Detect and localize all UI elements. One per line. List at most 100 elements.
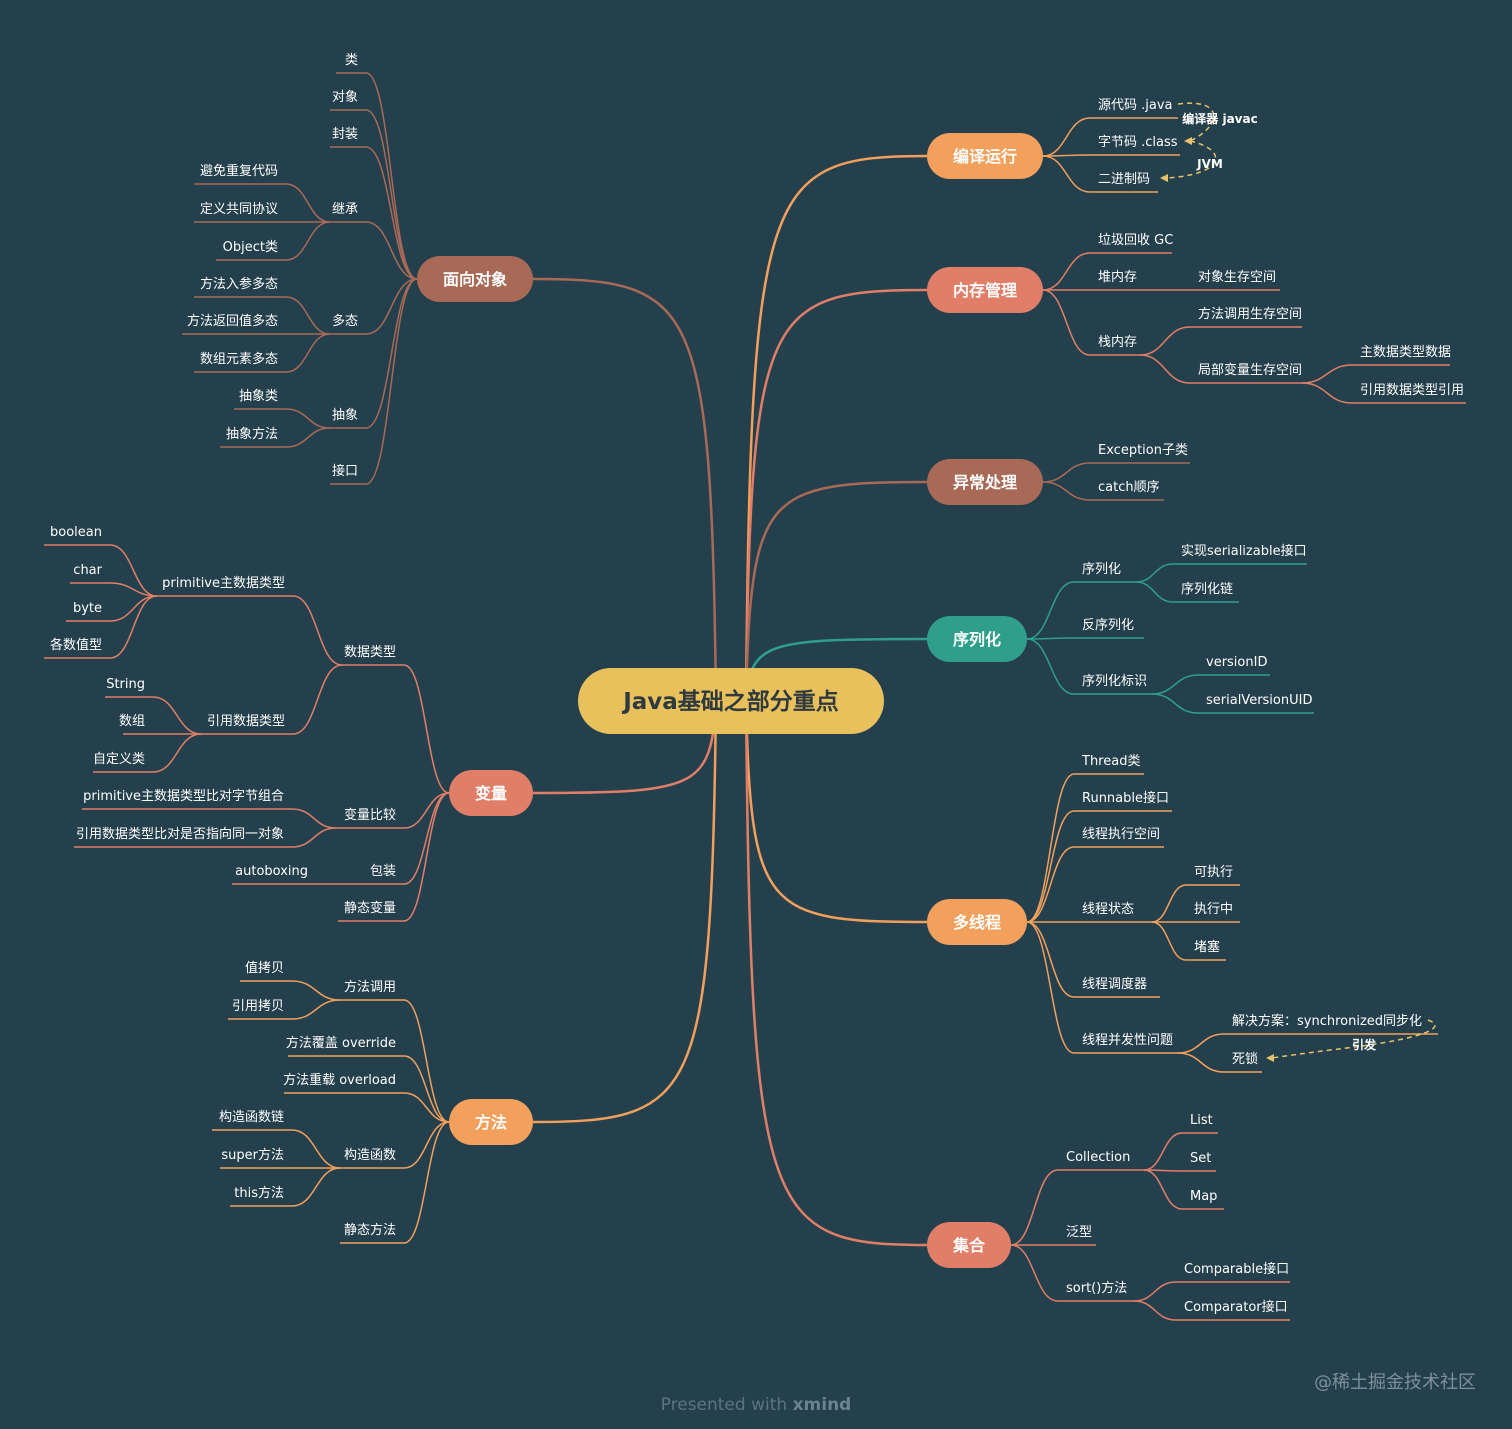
subtopic[interactable]: super方法 <box>221 1147 284 1163</box>
subtopic[interactable]: 引用数据类型比对是否指向同一对象 <box>76 826 284 842</box>
subtopic[interactable]: Comparator接口 <box>1184 1299 1288 1315</box>
subtopic[interactable]: 抽象方法 <box>226 426 278 442</box>
subtopic[interactable]: 包装 <box>370 864 396 879</box>
subtopic[interactable]: 主数据类型数据 <box>1360 345 1451 360</box>
main-topic-2[interactable] <box>449 1099 533 1145</box>
relation-arrow-javac <box>1184 137 1192 145</box>
subtopic[interactable]: String <box>106 677 145 692</box>
subtopic[interactable]: 堵塞 <box>1194 939 1220 955</box>
main-topic-5[interactable] <box>927 459 1043 505</box>
subtopic[interactable]: List <box>1190 1113 1213 1128</box>
subtopic[interactable]: 对象 <box>332 90 358 105</box>
subtopic[interactable]: Object类 <box>223 240 278 255</box>
subtopic[interactable]: sort()方法 <box>1066 1280 1127 1296</box>
main-topic-3[interactable] <box>927 133 1043 179</box>
subtopic[interactable]: 构造函数链 <box>219 1110 284 1125</box>
subtopic[interactable]: 局部变量生存空间 <box>1198 362 1302 378</box>
subtopic[interactable]: Collection <box>1066 1150 1130 1165</box>
connector-0-4-2 <box>285 333 331 373</box>
main-topic-1[interactable] <box>449 770 533 816</box>
main-topic-4[interactable] <box>927 267 1043 313</box>
subtopic[interactable]: 自定义类 <box>93 752 145 767</box>
subtopic[interactable]: serialVersionUID <box>1206 693 1312 708</box>
subtopic[interactable]: 解决方案：synchronized同步化 <box>1232 1013 1422 1029</box>
subtopic[interactable]: 可执行 <box>1194 865 1233 880</box>
subtopic[interactable]: 序列化 <box>1082 562 1121 577</box>
subtopic[interactable]: 抽象 <box>332 408 358 423</box>
connector-1-0-0-2 <box>109 595 158 622</box>
subtopic[interactable]: catch顺序 <box>1098 480 1160 495</box>
subtopic[interactable]: 线程调度器 <box>1082 976 1147 992</box>
main-topic-8[interactable] <box>927 1222 1011 1268</box>
subtopic[interactable]: 继承 <box>332 202 358 217</box>
main-topic-6[interactable] <box>927 616 1027 662</box>
subtopic[interactable]: primitive主数据类型 <box>162 576 285 591</box>
subtopic[interactable]: 二进制码 <box>1098 172 1150 187</box>
subtopic[interactable]: 方法覆盖 override <box>286 1035 396 1051</box>
subtopic[interactable]: 字节码 .class <box>1098 135 1178 150</box>
subtopic[interactable]: 执行中 <box>1194 902 1233 917</box>
subtopic[interactable]: 引用数据类型引用 <box>1360 383 1464 398</box>
subtopic[interactable]: Map <box>1190 1189 1217 1204</box>
subtopic[interactable]: 方法返回值多态 <box>187 313 278 329</box>
subtopic[interactable]: 方法调用生存空间 <box>1198 306 1302 322</box>
subtopic[interactable]: 实现serializable接口 <box>1181 543 1307 559</box>
subtopic[interactable]: 接口 <box>332 463 358 479</box>
subtopic[interactable]: 各数值型 <box>50 637 102 653</box>
relation-javac <box>1177 102 1215 142</box>
subtopic[interactable]: versionID <box>1206 655 1267 670</box>
connector-3-0 <box>1042 117 1091 157</box>
subtopic[interactable]: Exception子类 <box>1098 443 1188 458</box>
main-topic-label: 多线程 <box>953 913 1001 932</box>
main-topic-0[interactable] <box>417 256 533 302</box>
subtopic[interactable]: 线程状态 <box>1082 902 1134 917</box>
subtopic[interactable]: 泛型 <box>1066 1225 1092 1240</box>
subtopic[interactable]: 线程并发性问题 <box>1082 1032 1173 1048</box>
connector-6-0-0 <box>1135 563 1174 583</box>
subtopic[interactable]: 静态方法 <box>344 1222 396 1238</box>
subtopic[interactable]: Thread类 <box>1081 754 1140 769</box>
subtopic[interactable]: 数据类型 <box>344 645 396 660</box>
subtopic[interactable]: 数组 <box>119 714 145 729</box>
subtopic[interactable]: 类 <box>345 53 358 68</box>
subtopic[interactable]: 多态 <box>332 313 358 329</box>
subtopic[interactable]: this方法 <box>234 1185 284 1201</box>
central-topic[interactable] <box>578 668 884 734</box>
subtopic[interactable]: 垃圾回收 GC <box>1098 233 1173 248</box>
subtopic[interactable]: 引用拷贝 <box>232 999 284 1014</box>
subtopic[interactable]: 构造函数 <box>344 1148 396 1163</box>
subtopic[interactable]: byte <box>73 601 102 616</box>
subtopic[interactable]: 抽象类 <box>239 389 278 404</box>
subtopic[interactable]: 值拷贝 <box>245 960 284 976</box>
subtopic[interactable]: Runnable接口 <box>1082 790 1169 806</box>
subtopic[interactable]: 封装 <box>332 127 358 142</box>
subtopic[interactable]: autoboxing <box>235 864 308 879</box>
subtopic[interactable]: 方法入参多态 <box>200 276 278 292</box>
subtopic[interactable]: 避免重复代码 <box>200 163 278 179</box>
subtopic[interactable]: 序列化标识 <box>1082 674 1147 689</box>
subtopic[interactable]: 引用数据类型 <box>207 714 285 729</box>
subtopic[interactable]: 堆内存 <box>1098 269 1137 285</box>
subtopic[interactable]: primitive主数据类型比对字节组合 <box>83 789 284 804</box>
subtopic[interactable]: 序列化链 <box>1181 582 1233 597</box>
main-topic-7[interactable] <box>927 899 1027 945</box>
subtopic[interactable]: 死锁 <box>1232 1051 1258 1067</box>
subtopic[interactable]: 线程执行空间 <box>1082 827 1160 842</box>
subtopic[interactable]: boolean <box>50 525 102 540</box>
connector-7-4 <box>1026 921 1075 998</box>
subtopic[interactable]: Set <box>1190 1151 1211 1166</box>
subtopic[interactable]: 变量比较 <box>344 807 396 823</box>
subtopic[interactable]: char <box>73 563 102 578</box>
subtopic[interactable]: 静态变量 <box>344 900 396 916</box>
subtopic[interactable]: 源代码 .java <box>1098 98 1173 113</box>
connector-2-2 <box>403 1092 450 1123</box>
subtopic[interactable]: 数组元素多态 <box>200 351 278 367</box>
subtopic[interactable]: 定义共同协议 <box>200 202 278 217</box>
connector-4-2 <box>1042 289 1091 356</box>
subtopic[interactable]: 反序列化 <box>1082 618 1134 633</box>
subtopic[interactable]: 对象生存空间 <box>1198 270 1276 285</box>
subtopic[interactable]: 栈内存 <box>1098 334 1137 350</box>
subtopic[interactable]: 方法调用 <box>344 979 396 995</box>
subtopic[interactable]: Comparable接口 <box>1184 1261 1289 1277</box>
subtopic[interactable]: 方法重载 overload <box>283 1072 396 1088</box>
